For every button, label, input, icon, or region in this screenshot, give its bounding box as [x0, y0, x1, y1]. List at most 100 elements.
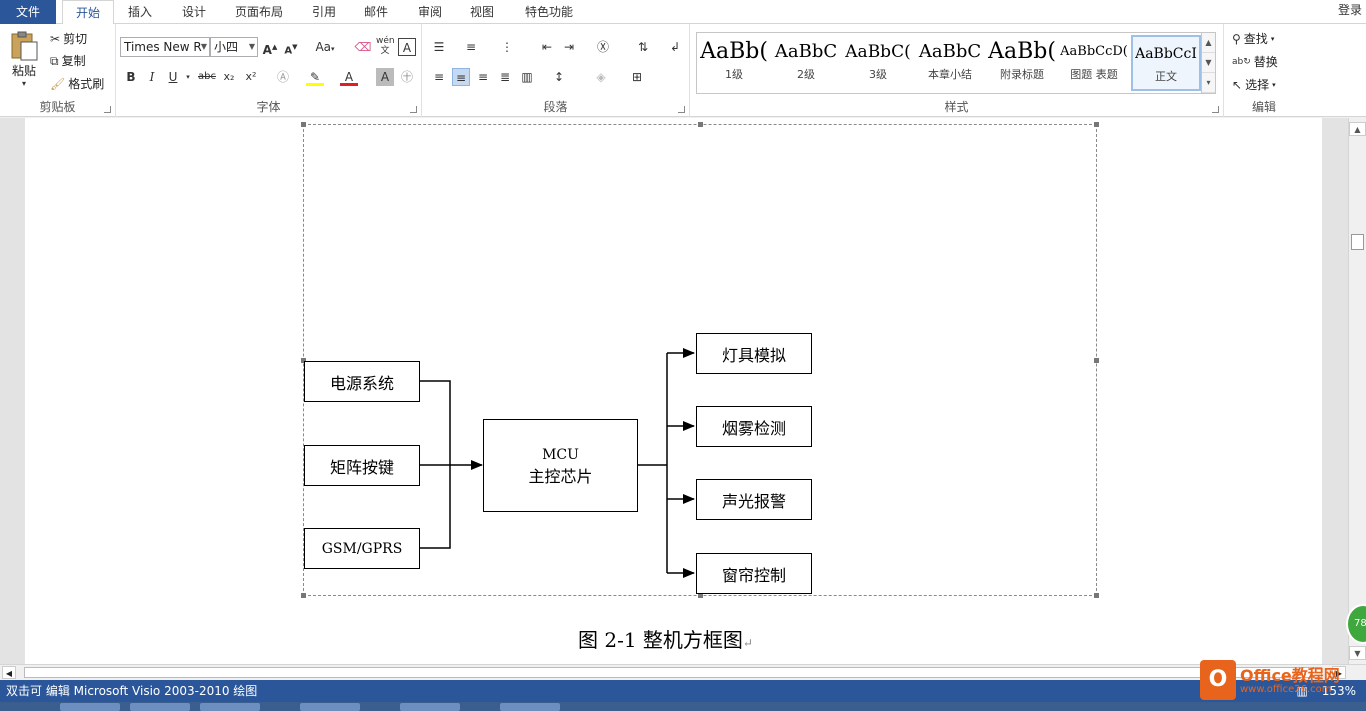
resize-handle[interactable]: [698, 593, 703, 598]
line-spacing-icon[interactable]: ↕: [553, 70, 565, 84]
replace-button[interactable]: ab↻ 替换: [1232, 53, 1278, 71]
sort-icon[interactable]: ⇅: [637, 40, 649, 54]
tab-home[interactable]: 开始: [62, 0, 114, 25]
tab-review[interactable]: 审阅: [417, 5, 442, 19]
scroll-left-icon[interactable]: ◀: [2, 666, 16, 679]
styles-launcher-icon[interactable]: [1212, 106, 1219, 113]
clear-format-icon[interactable]: ⌫: [354, 40, 372, 54]
shrink-font-icon[interactable]: A▼: [284, 43, 298, 57]
tab-special[interactable]: 特色功能: [524, 5, 573, 19]
resize-handle[interactable]: [301, 593, 306, 598]
style-item-appendix-title[interactable]: AaBb( 附录标题: [987, 35, 1057, 91]
taskbar-item[interactable]: [130, 703, 190, 711]
vertical-scrollbar[interactable]: ▲ ▼: [1348, 118, 1366, 664]
taskbar-item[interactable]: [400, 703, 460, 711]
tab-design[interactable]: 设计: [181, 5, 206, 19]
justify-icon[interactable]: ≣: [499, 70, 511, 84]
decrease-indent-icon[interactable]: ⇤: [541, 40, 553, 54]
tab-references[interactable]: 引用: [311, 5, 336, 19]
paragraph-launcher-icon[interactable]: [678, 106, 685, 113]
taskbar-item[interactable]: [200, 703, 260, 711]
horizontal-scrollbar[interactable]: ◀ ▶: [0, 664, 1366, 680]
scroll-up-icon[interactable]: ▲: [1349, 122, 1366, 136]
scroll-thumb[interactable]: [1351, 234, 1364, 250]
style-item-level3[interactable]: AaBbC( 3级: [843, 35, 913, 91]
char-border-icon[interactable]: A: [398, 38, 416, 56]
grow-font-icon[interactable]: A▲: [262, 43, 278, 57]
strikethrough-icon[interactable]: abc: [198, 71, 216, 82]
highlight-icon[interactable]: ✎: [306, 68, 324, 86]
style-item-level2[interactable]: AaBbC 2级: [771, 35, 841, 91]
font-name-combo[interactable]: Times New R ▼: [120, 37, 210, 57]
resize-handle[interactable]: [698, 122, 703, 127]
multilevel-list-icon[interactable]: ⋮: [501, 40, 513, 54]
login-link[interactable]: 登录: [1337, 3, 1362, 17]
change-case-button[interactable]: Aa▾: [312, 38, 338, 56]
resize-handle[interactable]: [1094, 122, 1099, 127]
cut-label: 剪切: [63, 32, 88, 46]
copy-button[interactable]: ⧉ 复制: [50, 52, 86, 70]
tab-layout[interactable]: 页面布局: [234, 5, 283, 19]
resize-handle[interactable]: [301, 358, 306, 363]
distributed-icon[interactable]: ▥: [521, 70, 533, 84]
shading-icon[interactable]: ◈: [596, 70, 606, 84]
font-color-icon[interactable]: A: [340, 68, 358, 86]
find-button[interactable]: ⚲ 查找 ▾: [1232, 30, 1274, 48]
chevron-down-icon[interactable]: ▾: [186, 73, 190, 81]
borders-icon[interactable]: ⊞: [631, 70, 643, 84]
font-size-combo[interactable]: 小四 ▼: [210, 37, 258, 57]
chevron-up-icon[interactable]: ▲: [1202, 33, 1215, 53]
underline-icon[interactable]: U: [168, 70, 178, 84]
mcu-subtitle: 主控芯片: [528, 466, 593, 486]
taskbar-item[interactable]: [60, 703, 120, 711]
numbering-icon[interactable]: ≡: [465, 40, 477, 54]
align-right-icon[interactable]: ≡: [477, 70, 489, 84]
bullets-icon[interactable]: ☰: [433, 40, 445, 54]
chinese-layout-icon[interactable]: Ⓧ: [596, 40, 609, 54]
superscript-icon[interactable]: x²: [245, 70, 257, 83]
italic-icon[interactable]: I: [149, 70, 155, 84]
tab-view[interactable]: 视图: [469, 5, 494, 19]
diagram-box-keypad: 矩阵按键: [304, 445, 420, 486]
char-shading-icon[interactable]: A: [376, 68, 394, 86]
read-mode-icon[interactable]: ▥: [1296, 684, 1308, 698]
subscript-icon[interactable]: x₂: [223, 70, 235, 83]
more-styles-icon[interactable]: ▾: [1202, 73, 1215, 93]
chevron-down-icon: ▼: [200, 42, 207, 51]
scroll-right-icon[interactable]: ▶: [1332, 666, 1346, 679]
style-item-body[interactable]: AaBbCcI 正文: [1131, 35, 1201, 91]
show-marks-icon[interactable]: ↲: [669, 40, 681, 54]
clipboard-launcher-icon[interactable]: [104, 106, 111, 113]
text-effects-icon[interactable]: Ⓐ: [276, 70, 289, 84]
resize-handle[interactable]: [1094, 593, 1099, 598]
tab-file[interactable]: 文件: [0, 0, 56, 24]
font-launcher-icon[interactable]: [410, 106, 417, 113]
paste-button[interactable]: 粘贴 ▾: [8, 30, 40, 88]
bold-icon[interactable]: B: [126, 70, 136, 84]
increase-indent-icon[interactable]: ⇥: [563, 40, 575, 54]
align-left-icon[interactable]: ≡: [433, 70, 445, 84]
taskbar-item[interactable]: [500, 703, 560, 711]
align-center-icon[interactable]: ≡: [452, 68, 470, 86]
resize-handle[interactable]: [301, 122, 306, 127]
style-item-chapter-summary[interactable]: AaBbC 本章小结: [915, 35, 985, 91]
brush-icon: 🖌: [50, 77, 66, 91]
zoom-level[interactable]: 153%: [1321, 684, 1356, 698]
visio-drawing-frame[interactable]: [301, 122, 1099, 598]
enclose-char-icon[interactable]: ㊉: [400, 70, 413, 84]
style-item-level1[interactable]: AaBb( 1级: [699, 35, 769, 91]
format-painter-button[interactable]: 🖌 格式刷: [50, 75, 104, 93]
select-button[interactable]: ↖ 选择 ▾: [1232, 76, 1276, 94]
resize-handle[interactable]: [1094, 358, 1099, 363]
tab-mailings[interactable]: 邮件: [363, 5, 388, 19]
style-item-figure-table-title[interactable]: AaBbCcD( 图题 表题: [1059, 35, 1129, 91]
scroll-down-icon[interactable]: ▼: [1349, 646, 1366, 660]
tab-insert[interactable]: 插入: [127, 5, 152, 19]
font-size-value: 小四: [214, 40, 239, 54]
scroll-track[interactable]: [24, 667, 1322, 678]
chevron-down-icon[interactable]: ▼: [1202, 53, 1215, 73]
taskbar-item[interactable]: [300, 703, 360, 711]
cut-button[interactable]: ✂ 剪切: [50, 30, 87, 48]
